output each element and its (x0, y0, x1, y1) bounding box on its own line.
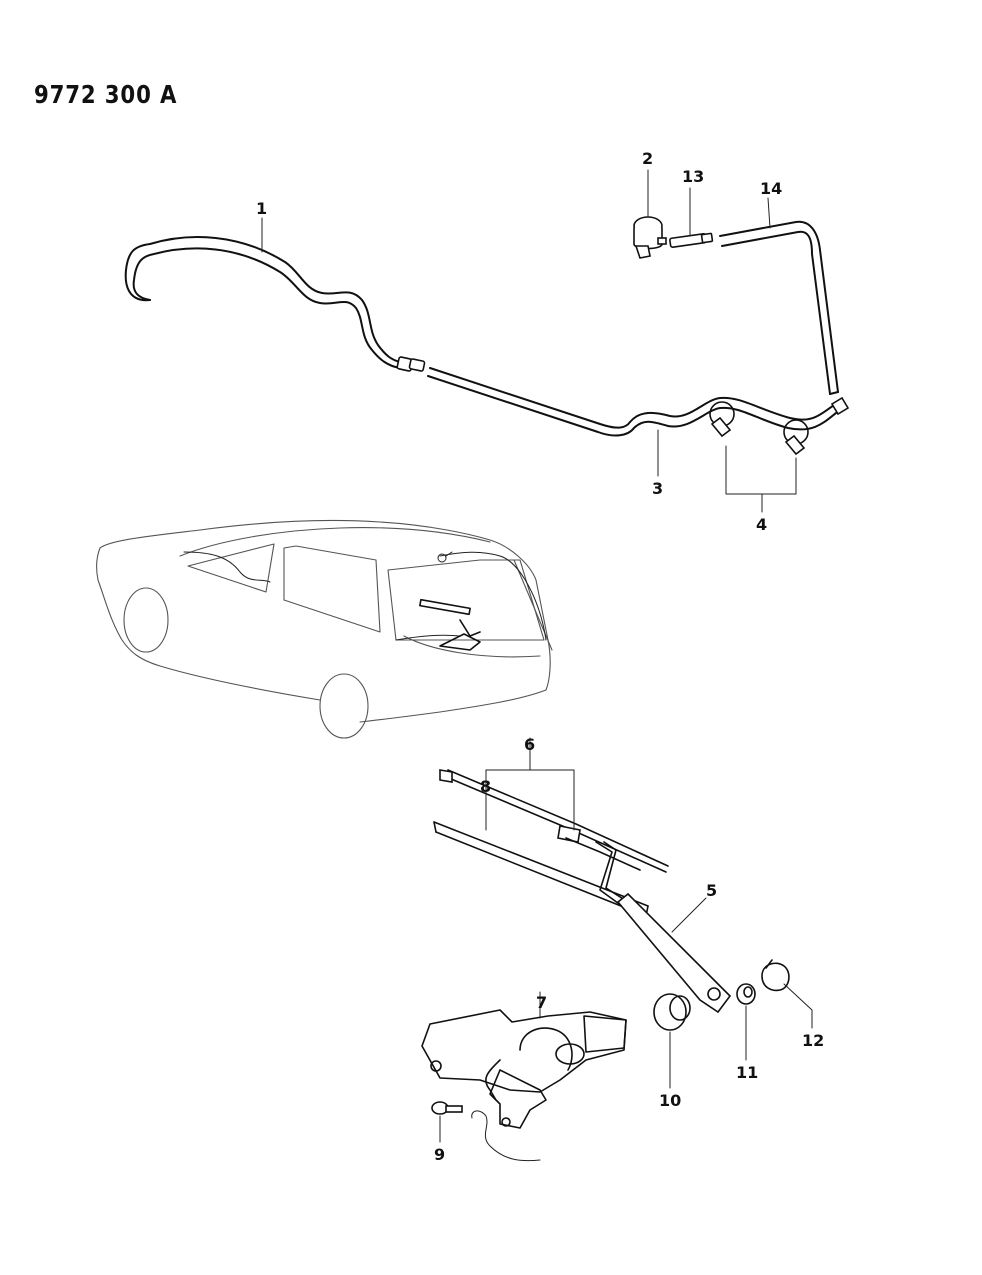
callout-5: 5 (706, 881, 717, 900)
document-id: 9772 300 A (34, 80, 178, 109)
leader-lines (261, 169, 813, 1143)
callout-14: 14 (760, 179, 782, 198)
vehicle-outline (96, 519, 553, 739)
callout-3: 3 (652, 479, 663, 498)
part-7-wiper-motor (421, 1009, 627, 1129)
callout-4: 4 (756, 515, 767, 534)
part-6-wiper-blade (439, 769, 669, 873)
callout-11: 11 (736, 1063, 758, 1082)
part-2-washer-nozzle (633, 216, 667, 259)
callout-7: 7 (536, 993, 547, 1012)
part-10-grommet (653, 993, 691, 1031)
callout-2: 2 (642, 149, 653, 168)
part-4-hose-clips (709, 401, 809, 456)
part-3-washer-hose (427, 367, 850, 437)
part-9-bolt (431, 1101, 541, 1162)
callout-12: 12 (802, 1031, 824, 1050)
callout-1: 1 (256, 199, 267, 218)
callout-9: 9 (434, 1145, 445, 1164)
part-13-joint (669, 232, 714, 248)
callout-6: 6 (524, 735, 535, 754)
callouts: 1 2 3 4 5 6 7 8 9 10 11 12 13 14 (256, 149, 824, 1164)
part-1-washer-hose (124, 236, 426, 372)
callout-13: 13 (682, 167, 704, 186)
part-5-wiper-arm (595, 841, 732, 1014)
part-14-washer-hose (719, 220, 839, 395)
part-12-cap (761, 959, 790, 992)
callout-8: 8 (480, 777, 491, 796)
callout-10: 10 (659, 1091, 681, 1110)
part-11-nut (736, 983, 756, 1005)
